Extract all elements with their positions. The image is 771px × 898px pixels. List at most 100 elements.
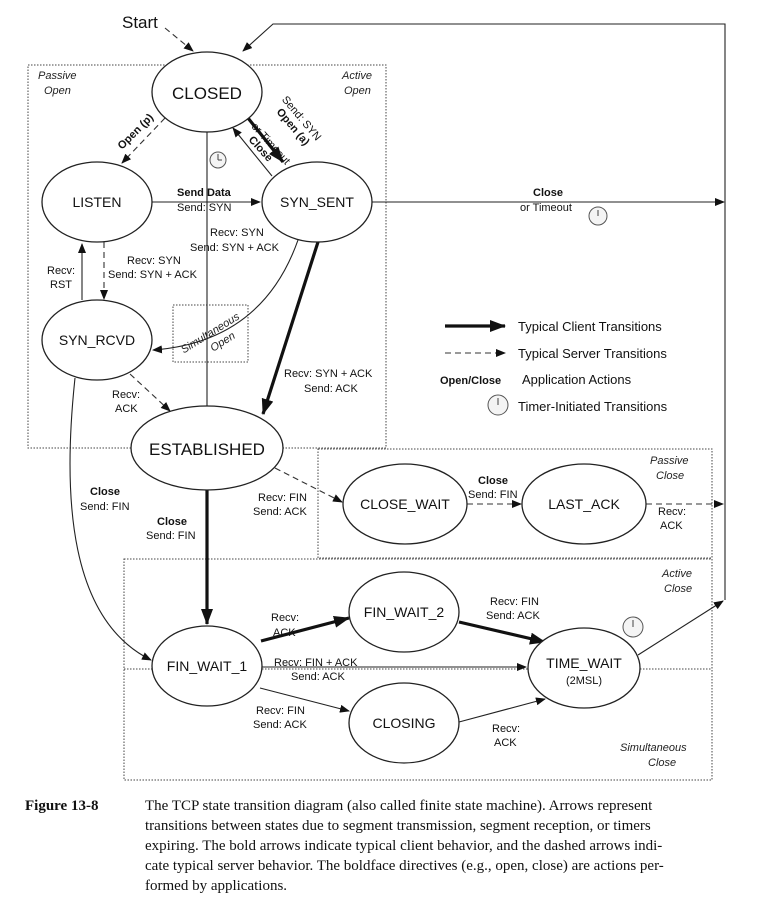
- legend-client: Typical Client Transitions: [518, 319, 662, 334]
- open-region-box: [27, 64, 387, 449]
- simultaneous-open-box: [172, 304, 249, 363]
- region-simultaneous-open: Simultaneous Open: [179, 310, 242, 356]
- label-est-fin-send: Send: ACK: [253, 506, 307, 518]
- state-syn-sent-label: SYN_SENT: [280, 194, 354, 210]
- region-passive-close: Passive: [650, 455, 689, 467]
- timer-icon: [487, 394, 509, 416]
- label-synrcvd-ack-1: Recv:: [112, 389, 140, 401]
- label-closing-ack-2: ACK: [494, 737, 517, 749]
- label-synack-send: Send: ACK: [304, 383, 358, 395]
- state-listen-label: LISTEN: [72, 194, 121, 210]
- caption-line: cate typical server behavior. The boldfa…: [145, 858, 664, 874]
- edge-finwait2-timewait: [458, 620, 546, 645]
- label-cw-close-send: Send: FIN: [468, 489, 518, 501]
- label-synsent-close-2: or Timeout: [520, 202, 572, 214]
- label-rcvd-close-send: Send: FIN: [80, 501, 130, 513]
- edge-closing-timewait: [458, 697, 546, 723]
- edge-synrcvd-finwait1: [69, 377, 152, 661]
- start-label: Start: [122, 13, 158, 32]
- state-closing: CLOSING: [348, 682, 460, 764]
- region-active-open: Active: [341, 70, 372, 82]
- label-close-timeout: Close or Timeout: [246, 121, 293, 168]
- label-rcvd-close: Close: [90, 486, 120, 498]
- caption-figure-number: Figure 13-8: [25, 798, 98, 814]
- state-fin-wait-1-label: FIN_WAIT_1: [167, 658, 248, 674]
- label-est-fin-recv: Recv: FIN: [258, 492, 307, 504]
- state-syn-rcvd: SYN_RCVD: [41, 299, 153, 381]
- legend-actions-key: Open/Close: [440, 375, 501, 387]
- legend: Typical Client Transitions Typical Serve…: [440, 319, 668, 416]
- timer-icon: [209, 151, 227, 169]
- state-time-wait-sub: (2MSL): [566, 675, 602, 687]
- state-time-wait: TIME_WAIT (2MSL): [527, 627, 641, 709]
- state-listen: LISTEN: [41, 161, 153, 243]
- state-fin-wait-1: FIN_WAIT_1: [151, 625, 263, 707]
- label-fw2-fin-recv: Recv: FIN: [490, 596, 539, 608]
- edge-finwait1-closing: [259, 687, 350, 713]
- label-fw2-fin-send: Send: ACK: [486, 610, 540, 622]
- timer-icon: [588, 206, 608, 226]
- label-la-ack-1: Recv:: [658, 506, 686, 518]
- label-listen-recv: Recv: SYN: [127, 255, 181, 267]
- state-syn-sent: SYN_SENT: [261, 161, 373, 243]
- label-la-ack-2: ACK: [660, 520, 683, 532]
- label-synack-recv: Recv: SYN + ACK: [284, 368, 373, 380]
- state-established-label: ESTABLISHED: [149, 440, 265, 459]
- state-closing-label: CLOSING: [372, 715, 435, 731]
- legend-timer: Timer-Initiated Transitions: [518, 399, 668, 414]
- edge-synsent-synrcvd: [152, 239, 299, 354]
- label-open-p: Open (p): [116, 111, 157, 152]
- label-fw1-fin-send: Send: ACK: [253, 719, 307, 731]
- edge-established-closewait: [274, 467, 343, 503]
- edge-synsent-closed: [232, 127, 273, 177]
- timer-icon: [622, 616, 644, 638]
- label-closing-ack-1: Recv:: [492, 723, 520, 735]
- state-close-wait-label: CLOSE_WAIT: [360, 496, 450, 512]
- legend-server: Typical Server Transitions: [518, 346, 667, 361]
- legend-actions: Application Actions: [522, 372, 632, 387]
- region-active-close: Active: [661, 568, 692, 580]
- region-passive-close-2: Close: [656, 470, 684, 482]
- edge-start-closed: [164, 27, 194, 52]
- label-fw1-finack-recv: Recv: FIN + ACK: [274, 657, 358, 669]
- state-fin-wait-2-label: FIN_WAIT_2: [364, 604, 445, 620]
- caption-line: The TCP state transition diagram (also c…: [145, 798, 653, 814]
- label-cw-close: Close: [478, 475, 508, 487]
- region-simultaneous-close-2: Close: [648, 757, 676, 769]
- label-fw1-ack-2: ACK: [273, 627, 296, 639]
- state-closed: CLOSED: [151, 51, 263, 133]
- region-active-open-2: Open: [344, 85, 371, 97]
- label-rst-1: Recv:: [47, 265, 75, 277]
- label-fw1-ack-1: Recv:: [271, 612, 299, 624]
- caption-line: transitions between states due to segmen…: [145, 818, 651, 834]
- label-est-close: Close: [157, 516, 187, 528]
- edge-timewait-closed: [637, 600, 724, 656]
- label-send-data: Send Data: [177, 187, 232, 199]
- label-rst-2: RST: [50, 279, 72, 291]
- region-active-close-2: Close: [664, 583, 692, 595]
- label-synsent-recv: Recv: SYN: [210, 227, 264, 239]
- label-listen-send: Send: SYN + ACK: [108, 269, 198, 281]
- state-time-wait-label: TIME_WAIT: [546, 655, 622, 671]
- edge-closed-listen: [121, 117, 166, 164]
- caption-line: formed by applications.: [145, 878, 287, 894]
- edge-finwait1-finwait2: [260, 615, 350, 643]
- label-synsent-close: Close: [533, 187, 563, 199]
- label-synrcvd-ack-2: ACK: [115, 403, 138, 415]
- state-last-ack: LAST_ACK: [521, 463, 647, 545]
- edge-synsent-established: [261, 241, 320, 415]
- caption-line: expiring. The bold arrows indicate typic…: [145, 838, 662, 854]
- region-passive-open: Passive: [38, 70, 77, 82]
- state-established: ESTABLISHED: [130, 405, 284, 491]
- state-close-wait: CLOSE_WAIT: [342, 463, 468, 545]
- state-closed-label: CLOSED: [172, 84, 242, 103]
- figure-caption: Figure 13-8 The TCP state transition dia…: [25, 798, 664, 894]
- edge-closed-synsent: [246, 117, 285, 163]
- state-syn-rcvd-label: SYN_RCVD: [59, 332, 135, 348]
- label-est-close-send: Send: FIN: [146, 530, 196, 542]
- region-passive-open-2: Open: [44, 85, 71, 97]
- label-fw1-fin-recv: Recv: FIN: [256, 705, 305, 717]
- state-last-ack-label: LAST_ACK: [548, 496, 620, 512]
- edge-synrcvd-established: [129, 373, 171, 412]
